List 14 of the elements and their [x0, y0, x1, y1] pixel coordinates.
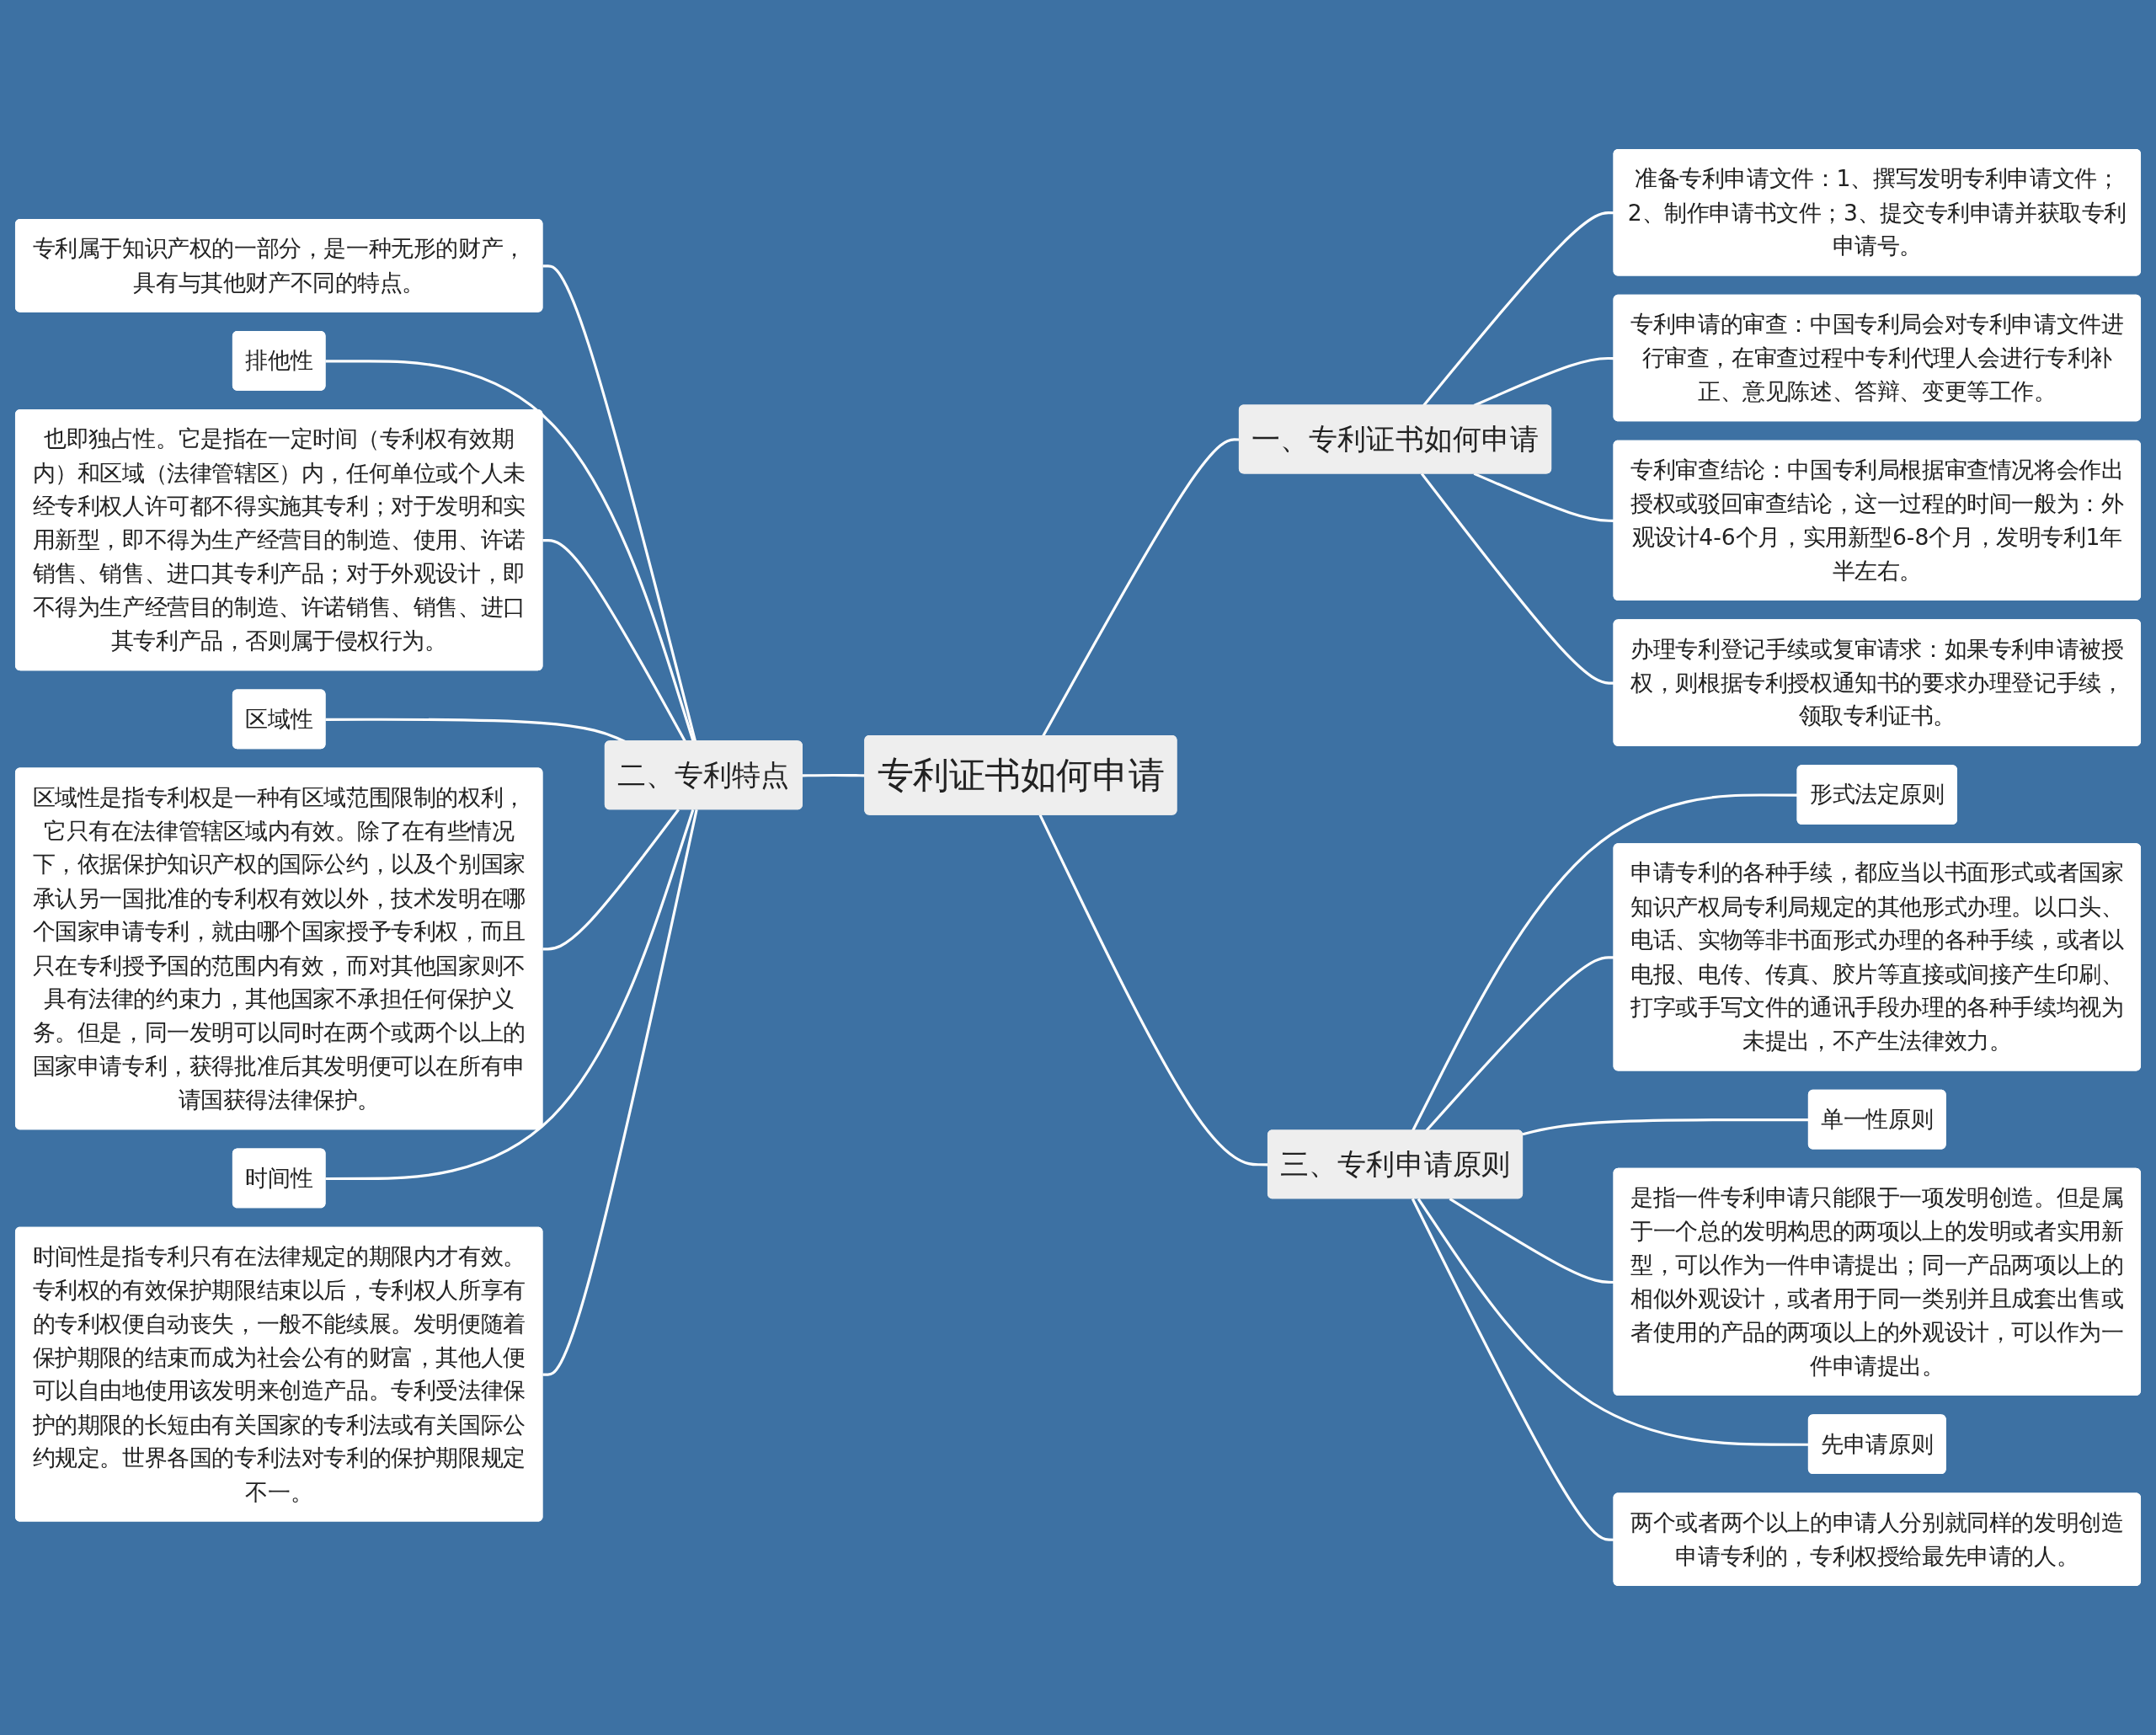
connector — [1473, 472, 1614, 522]
connector — [1473, 356, 1614, 407]
connector — [1422, 211, 1614, 407]
connector — [1420, 472, 1614, 685]
connector — [1449, 1197, 1614, 1284]
connector — [542, 809, 698, 1376]
connector — [542, 809, 680, 951]
connector — [1417, 1198, 1809, 1446]
connector — [542, 264, 697, 742]
connector — [325, 809, 695, 1181]
connector — [1411, 1198, 1614, 1541]
connector — [1522, 1118, 1809, 1136]
connector — [325, 360, 695, 742]
connector — [1042, 438, 1240, 737]
